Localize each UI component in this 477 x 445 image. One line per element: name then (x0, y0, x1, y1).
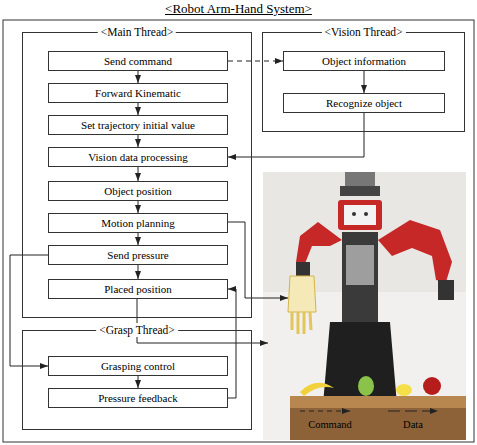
process-box: Vision data processing (48, 147, 228, 167)
process-box: Set trajectory initial value (48, 115, 228, 135)
data-arrow (10, 255, 48, 366)
thread-heading: <Grasp Thread> (96, 323, 178, 337)
box-label: Vision data processing (88, 151, 188, 164)
thread-frame: <Vision Thread>Object informationRecogni… (262, 32, 465, 132)
title-block: <Robot Arm-Hand System> (0, 1, 477, 17)
data-arrow (138, 103, 139, 115)
data-arrow (138, 135, 139, 147)
box-label: Object position (104, 185, 172, 198)
data-arrow (138, 71, 139, 83)
box-label: Grasping control (101, 360, 175, 373)
data-arrow (138, 167, 139, 181)
data-arrow (364, 71, 365, 93)
data-arrow (228, 113, 364, 157)
box-label: Motion planning (101, 217, 175, 230)
box-label: Pressure feedback (98, 392, 178, 405)
data-arrow (138, 233, 139, 245)
thread-frame: <Grasp Thread>Grasping controlPressure f… (22, 330, 252, 430)
thread-frame: <Main Thread>Send commandForward Kinemat… (22, 32, 252, 318)
legend-label: Command (295, 418, 365, 431)
legend-sample-data (388, 411, 438, 412)
process-box: Forward Kinematic (48, 83, 228, 103)
legend-label: Data (378, 418, 448, 431)
process-box: Placed position (48, 279, 228, 299)
process-box: Motion planning (48, 213, 228, 233)
box-label: Send command (104, 55, 172, 68)
thread-heading: <Main Thread> (98, 25, 176, 39)
box-label: Set trajectory initial value (81, 119, 195, 132)
robot-photo (263, 172, 466, 440)
data-arrow (138, 376, 139, 388)
box-label: Send pressure (107, 249, 168, 262)
thread-heading: <Vision Thread> (321, 25, 405, 39)
box-label: Recognize object (326, 97, 402, 110)
diagram-title: <Robot Arm-Hand System> (161, 1, 316, 16)
process-box: Grasping control (48, 356, 228, 376)
process-box: Object information (283, 51, 445, 71)
box-label: Object information (322, 55, 406, 68)
data-arrow (138, 265, 139, 279)
box-label: Placed position (104, 283, 172, 296)
process-box: Object position (48, 181, 228, 201)
process-box: Pressure feedback (48, 388, 228, 408)
outer-frame (3, 20, 474, 442)
data-arrow (138, 201, 139, 213)
command-arrow (228, 61, 283, 62)
process-box: Send pressure (48, 245, 228, 265)
data-arrow (228, 289, 236, 398)
process-box: Recognize object (283, 93, 445, 113)
process-box: Send command (48, 51, 228, 71)
box-label: Forward Kinematic (95, 87, 181, 100)
legend-sample-command (300, 411, 350, 412)
data-line (227, 222, 288, 298)
